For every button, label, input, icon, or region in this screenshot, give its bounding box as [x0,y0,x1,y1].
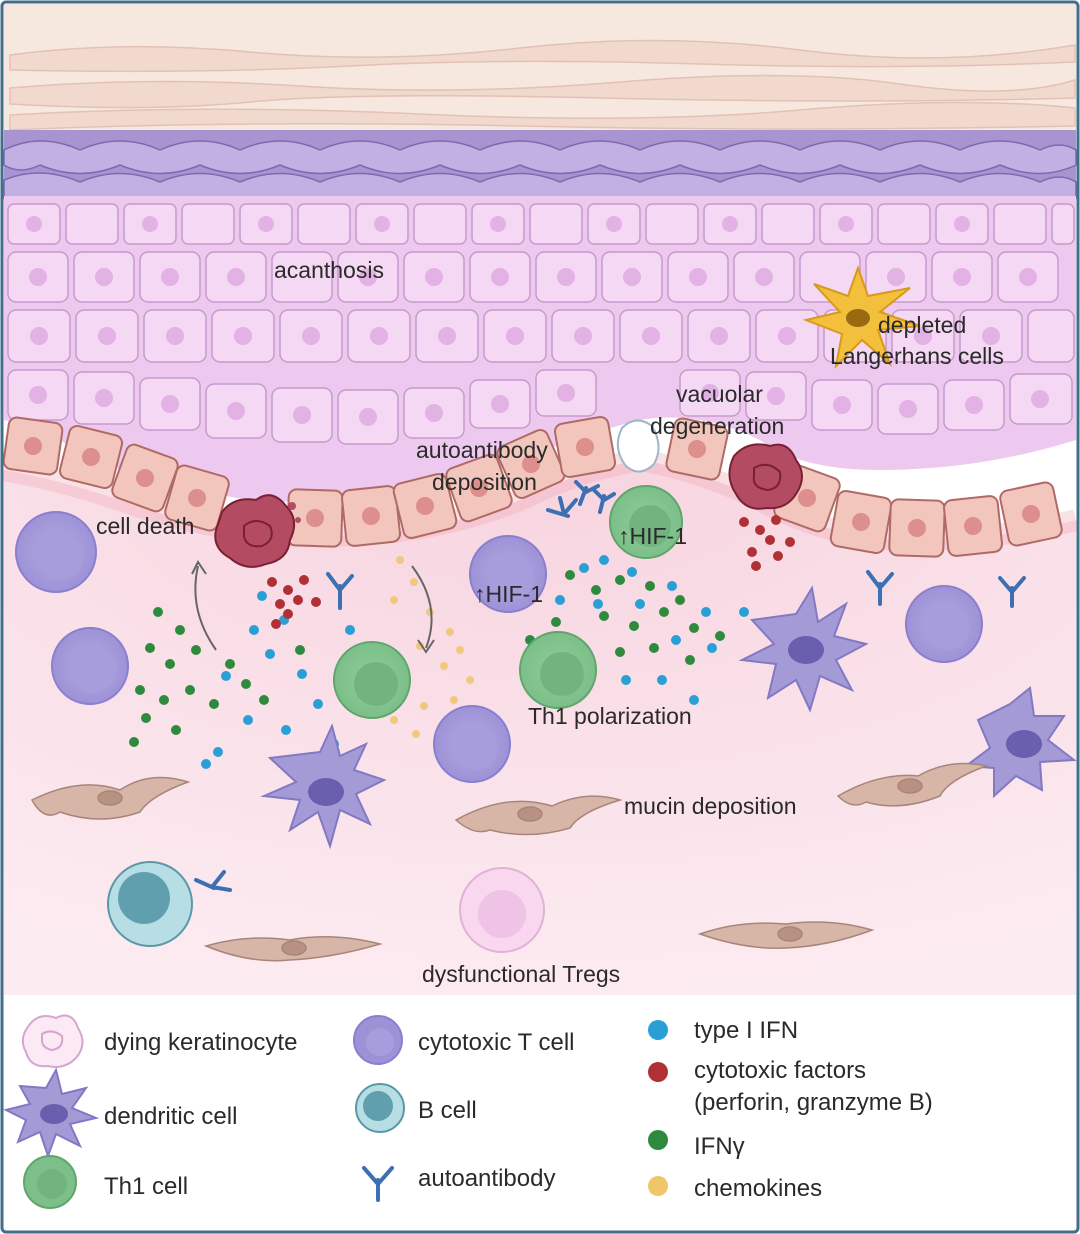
legend-autoantibody: autoantibody [418,1165,555,1192]
legend-b-cell-icon [355,1083,405,1133]
dying-keratinocyte-left [214,494,301,568]
legend-th1-cell: Th1 cell [104,1173,188,1200]
legend-type-i-ifn-icon [648,1020,668,1040]
label-cell-death: cell death [96,513,194,539]
label-mucin: mucin deposition [624,793,797,819]
label-th1-polarization: Th1 polarization [528,703,692,729]
vacuole [616,419,660,473]
th1-cells [333,485,683,719]
legend-cytotoxic-factors-icon [648,1062,668,1082]
autoantibodies [194,480,1026,892]
legend-cytotoxic-factors-detail: (perforin, granzyme B) [694,1089,933,1116]
legend-th1-cell-icon [23,1155,77,1209]
cytotoxic-t-cells [15,511,983,783]
label-depleted: depleted [878,312,966,338]
b-cell [107,861,193,947]
legend-cytotoxic-factors: cytotoxic factors [694,1057,866,1084]
dendritic-cells [260,585,1077,850]
legend-b-cell: B cell [418,1097,477,1124]
legend-dying-keratinocyte: dying keratinocyte [104,1029,297,1056]
legend-chemokines: chemokines [694,1175,822,1202]
legend-panel [4,996,1076,1230]
legend-type-i-ifn: type I IFN [694,1017,798,1044]
legend-cytotoxic-t-cell: cytotoxic T cell [418,1029,575,1056]
label-langerhans: Langerhans cells [830,343,1004,369]
legend-ifn-gamma: IFNγ [694,1133,745,1160]
label-deposition: deposition [432,469,537,495]
label-acanthosis: acanthosis [274,257,384,283]
cytokine-dots [129,515,795,769]
langerhans-cell [802,265,921,369]
legend-cytotoxic-t-cell-icon [353,1015,403,1065]
label-autoantibody: autoantibody [416,437,548,463]
legend-autoantibody-icon [362,1166,394,1202]
fibroblasts [30,762,989,962]
arrows [191,560,435,654]
label-degeneration: degeneration [650,413,784,439]
legend-dendritic-cell-icon [3,1067,100,1160]
legend-chemokines-icon [648,1176,668,1196]
dying-keratinocyte-right [728,443,803,510]
label-hif-left: ↑HIF-1 [474,581,543,607]
label-vacuolar: vacuolar [676,381,763,407]
stratum-corneum-cells [9,39,1076,131]
basal-nuclei [24,437,1040,537]
legend-dying-keratinocyte-icon [21,1014,84,1068]
label-tregs: dysfunctional Tregs [422,961,620,987]
legend-ifn-gamma-icon [648,1130,668,1150]
granular-cells [3,140,1077,199]
legend-dendritic-cell: dendritic cell [104,1103,237,1130]
spinous-nuclei [26,216,1049,426]
treg-cell [459,867,545,953]
label-hif-right: ↑HIF-1 [618,523,687,549]
